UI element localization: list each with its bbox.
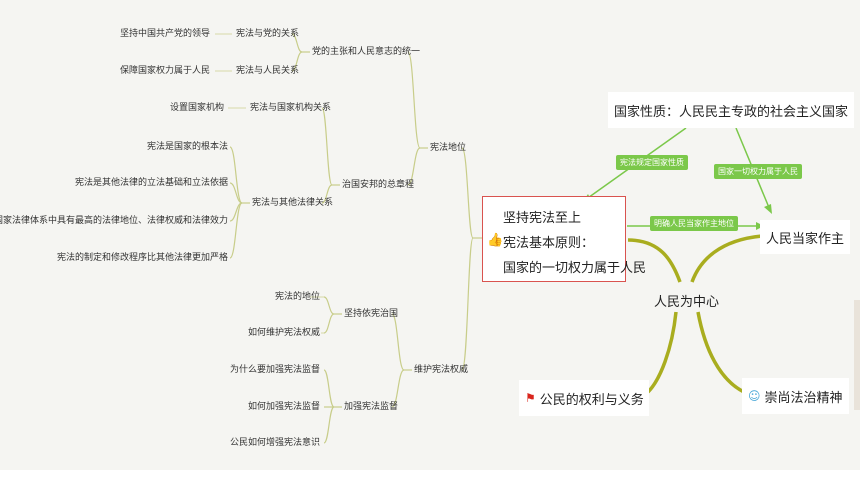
leaf-baozhang-quanli: 保障国家权力属于人民 [119, 66, 210, 76]
central-line-1: 坚持宪法至上 [503, 211, 582, 226]
central-topic: 👍 坚持宪法至上 宪法基本原则： 国家的一切权力属于人民 [482, 196, 646, 282]
tag-quanli-renmin: 国家一切权力属于人民 [714, 164, 802, 179]
node-xianfa-jigou: 宪法与国家机构关系 [250, 103, 332, 113]
node-jiaqiang-jiandu: 加强宪法监督 [344, 402, 399, 412]
flag-icon: ⚑ [525, 391, 536, 405]
bottom-strip [0, 470, 860, 484]
node-xianfa-dang: 宪法与党的关系 [236, 29, 300, 39]
tag-guiding-xingzhi: 宪法规定国家性质 [616, 155, 688, 170]
leaf-weishenme-jiandu: 为什么要加强宪法监督 [229, 365, 320, 375]
leaf-xianfa-diwei: 宪法的地位 [274, 292, 320, 302]
leaf-jianchi-lingdao: 坚持中国共产党的领导 [119, 29, 210, 39]
leaf-zuigao-diwei: 在国家法律体系中具有最高的法律地位、法律权威和法律效力 [0, 216, 228, 226]
smiley-icon: ☺ [748, 389, 761, 403]
node-quanli-yiwu: ⚑ 公民的权利与义务 [519, 380, 649, 416]
node-fazhi-jingshen-label: 崇尚法治精神 [764, 390, 843, 406]
node-dangjia-zuozhu: 人民当家作主 [760, 220, 851, 254]
node-guojia-xingzhi: 国家性质：人民民主专政的社会主义国家 [608, 92, 855, 128]
leaf-lifa-jichu: 宪法是其他法律的立法基础和立法依据 [74, 178, 228, 188]
leaf-sheli-jigou: 设置国家机构 [169, 103, 224, 113]
node-quanli-yiwu-label: 公民的权利与义务 [539, 392, 644, 408]
node-weihu-quanwei: 维护宪法权威 [414, 365, 469, 375]
tag-mingque-dangjia: 明确人民当家作主地位 [650, 216, 738, 231]
leaf-ruhe-weihu: 如何维护宪法权威 [247, 328, 320, 338]
node-dang-tongyi: 党的主张和人民意志的统一 [312, 47, 421, 57]
leaf-zhiding-yange: 宪法的制定和修改程序比其他法律更加严格 [56, 253, 228, 263]
leaf-gongmin-yishi: 公民如何增强宪法意识 [229, 438, 320, 448]
node-renmin-zhongxin: 人民为中心 [654, 295, 720, 310]
node-xianfa-renmin: 宪法与人民关系 [236, 66, 300, 76]
node-xianfa-diwei: 宪法地位 [430, 143, 467, 153]
leaf-ruhe-jiandu: 如何加强宪法监督 [247, 402, 320, 412]
node-jianchi-yixian: 坚持依宪治国 [344, 309, 399, 319]
central-line-3: 国家的一切权力属于人民 [503, 261, 647, 276]
edge-decoration [854, 300, 860, 410]
thumbs-up-icon: 👍 [487, 233, 504, 248]
node-xianfa-qita: 宪法与其他法律关系 [252, 198, 334, 208]
node-zhiguo-zhangcheng: 治国安邦的总章程 [342, 180, 415, 190]
node-fazhi-jingshen: ☺ 崇尚法治精神 [742, 378, 849, 414]
leaf-genben-fa: 宪法是国家的根本法 [146, 142, 228, 152]
central-line-2: 宪法基本原则： [503, 236, 595, 251]
